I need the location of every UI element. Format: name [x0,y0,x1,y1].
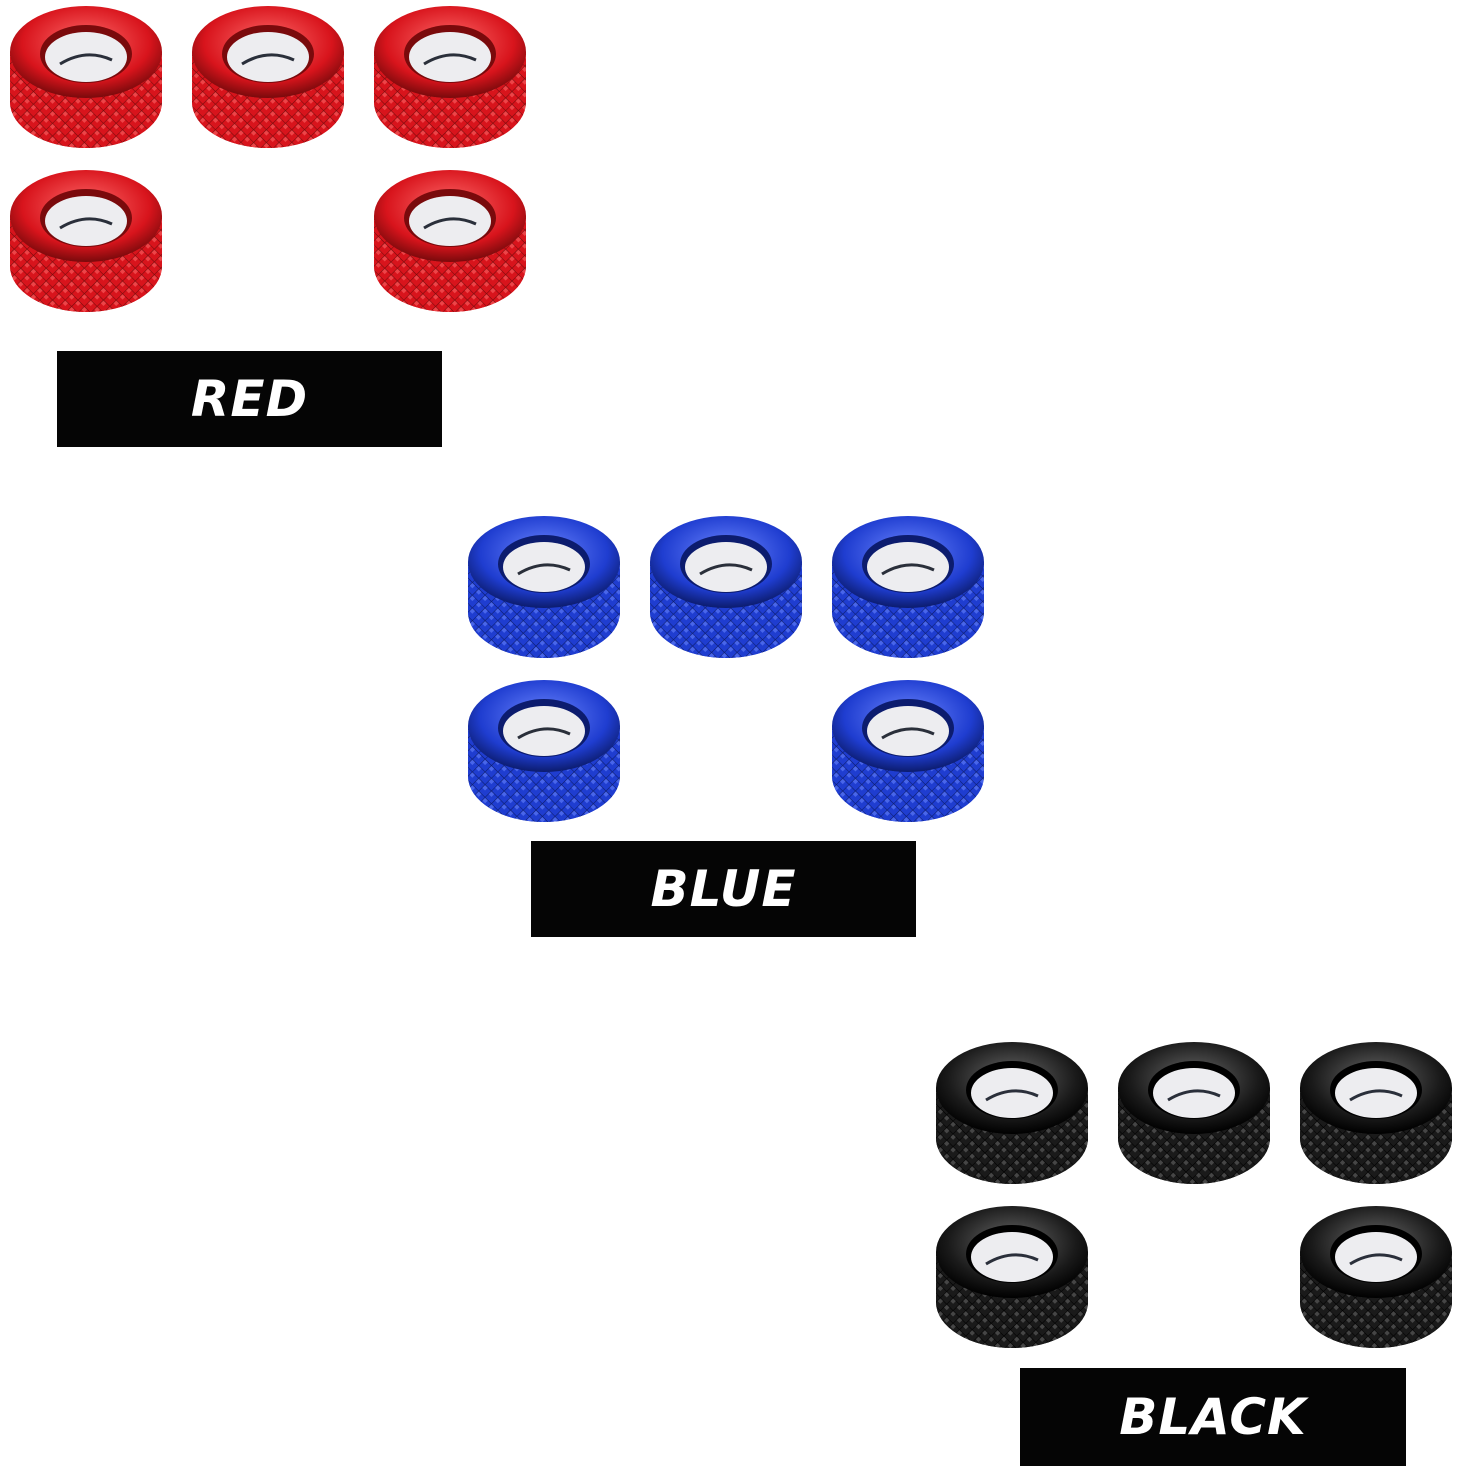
red-label-text: RED [190,370,309,428]
variant-blue-group: BLUE [0,0,1000,940]
black-knob [934,1038,1090,1188]
red-knob [190,2,346,152]
red-knob [8,2,164,152]
blue-knob [466,512,622,662]
blue-label: BLUE [531,841,916,937]
blue-knob [648,512,804,662]
black-knob [1298,1038,1454,1188]
blue-knob [830,512,986,662]
black-label: BLACK [1020,1368,1406,1466]
red-knob [8,166,164,316]
black-knob [1298,1202,1454,1352]
blue-knob [830,676,986,826]
black-knob [934,1202,1090,1352]
black-label-text: BLACK [1119,1388,1307,1446]
black-knob [1116,1038,1272,1188]
blue-label-text: BLUE [650,860,797,918]
red-knob [372,166,528,316]
red-knob [372,2,528,152]
variant-red-group: RED [0,0,540,450]
blue-knob [466,676,622,826]
red-label: RED [57,351,442,447]
